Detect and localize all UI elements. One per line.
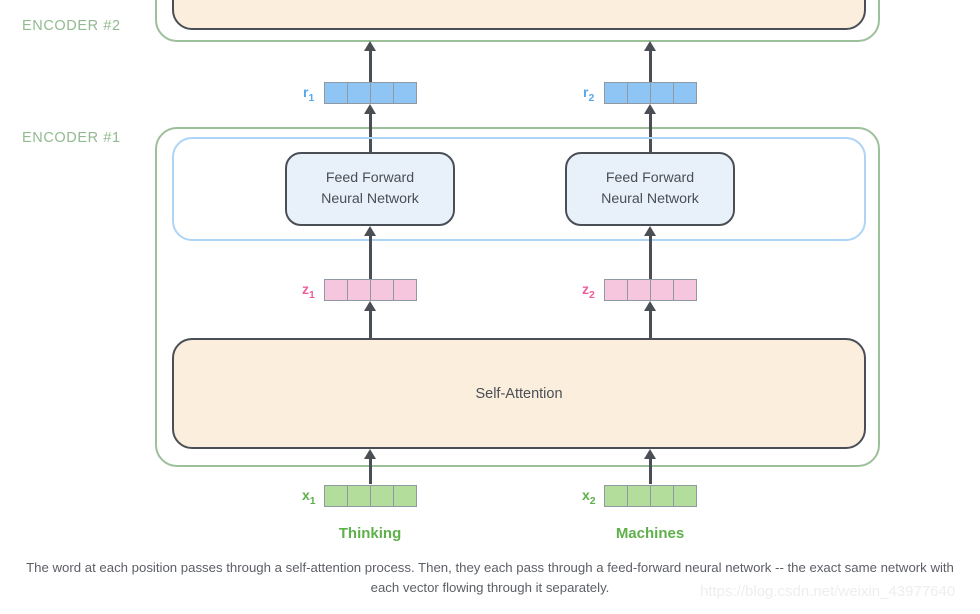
vector-cell	[604, 279, 628, 301]
vector-cell	[347, 82, 371, 104]
arrow-z2-to-ffn2	[648, 235, 652, 279]
vector-cell	[393, 82, 417, 104]
input-word-machines: Machines	[615, 525, 685, 542]
vector-cell	[604, 82, 628, 104]
vector-x1	[324, 485, 417, 507]
vector-cell	[604, 485, 628, 507]
vector-cell	[324, 279, 348, 301]
vector-cell	[347, 279, 371, 301]
vector-z2	[604, 279, 697, 301]
vector-cell	[673, 485, 697, 507]
encoder-1-frame	[155, 127, 880, 467]
arrow-r2-to-encoder2	[648, 50, 652, 82]
ffn-title-line1: Feed Forward	[605, 170, 695, 187]
vector-cell	[650, 279, 674, 301]
vector-z1	[324, 279, 417, 301]
vector-cell	[370, 82, 394, 104]
vector-cell	[393, 279, 417, 301]
encoder-2-frame	[155, 0, 880, 42]
arrow-r1-to-encoder2	[368, 50, 372, 82]
feed-forward-neural-network-2: Feed Forward Neural Network	[565, 152, 735, 226]
arrow-ffn1-to-r1	[368, 113, 372, 152]
watermark-url: https://blog.csdn.net/weixin_43977640	[700, 583, 956, 600]
vector-r1	[324, 82, 417, 104]
vector-r2	[604, 82, 697, 104]
vector-cell	[673, 279, 697, 301]
ffn-title-line1: Feed Forward	[325, 170, 415, 187]
vector-cell	[627, 279, 651, 301]
arrow-selfattention-to-z1	[368, 310, 372, 338]
vector-label-z1: z1	[302, 281, 315, 301]
encoder-2-label: ENCODER #2	[22, 18, 121, 34]
figure-caption: The word at each position passes through…	[26, 560, 954, 596]
vector-cell	[324, 485, 348, 507]
vector-cell	[650, 485, 674, 507]
self-attention-block-encoder2	[172, 0, 866, 30]
vector-label-x2: x2	[582, 487, 596, 507]
vector-label-r2: r2	[583, 84, 595, 104]
vector-cell	[673, 82, 697, 104]
vector-cell	[370, 485, 394, 507]
arrow-selfattention-to-z2	[648, 310, 652, 338]
vector-cell	[324, 82, 348, 104]
arrow-z1-to-ffn1	[368, 235, 372, 279]
self-attention-block-encoder1: Self-Attention	[172, 338, 866, 449]
ffn-title-line2: Neural Network	[601, 191, 699, 207]
vector-cell	[347, 485, 371, 507]
vector-label-x1: x1	[302, 487, 316, 507]
vector-label-z2: z2	[582, 281, 595, 301]
encoder-1-label: ENCODER #1	[22, 130, 121, 146]
feed-forward-layer-container	[172, 137, 866, 241]
ffn-title-line2: Neural Network	[321, 191, 419, 207]
vector-x2	[604, 485, 697, 507]
arrow-x1-to-selfattention	[368, 458, 372, 484]
vector-cell	[370, 279, 394, 301]
vector-cell	[393, 485, 417, 507]
self-attention-label: Self-Attention	[475, 385, 563, 402]
arrow-ffn2-to-r2	[648, 113, 652, 152]
vector-label-r1: r1	[303, 84, 315, 104]
vector-cell	[650, 82, 674, 104]
input-word-thinking: Thinking	[338, 525, 402, 542]
arrow-x2-to-selfattention	[648, 458, 652, 484]
vector-cell	[627, 485, 651, 507]
vector-cell	[627, 82, 651, 104]
feed-forward-neural-network-1: Feed Forward Neural Network	[285, 152, 455, 226]
